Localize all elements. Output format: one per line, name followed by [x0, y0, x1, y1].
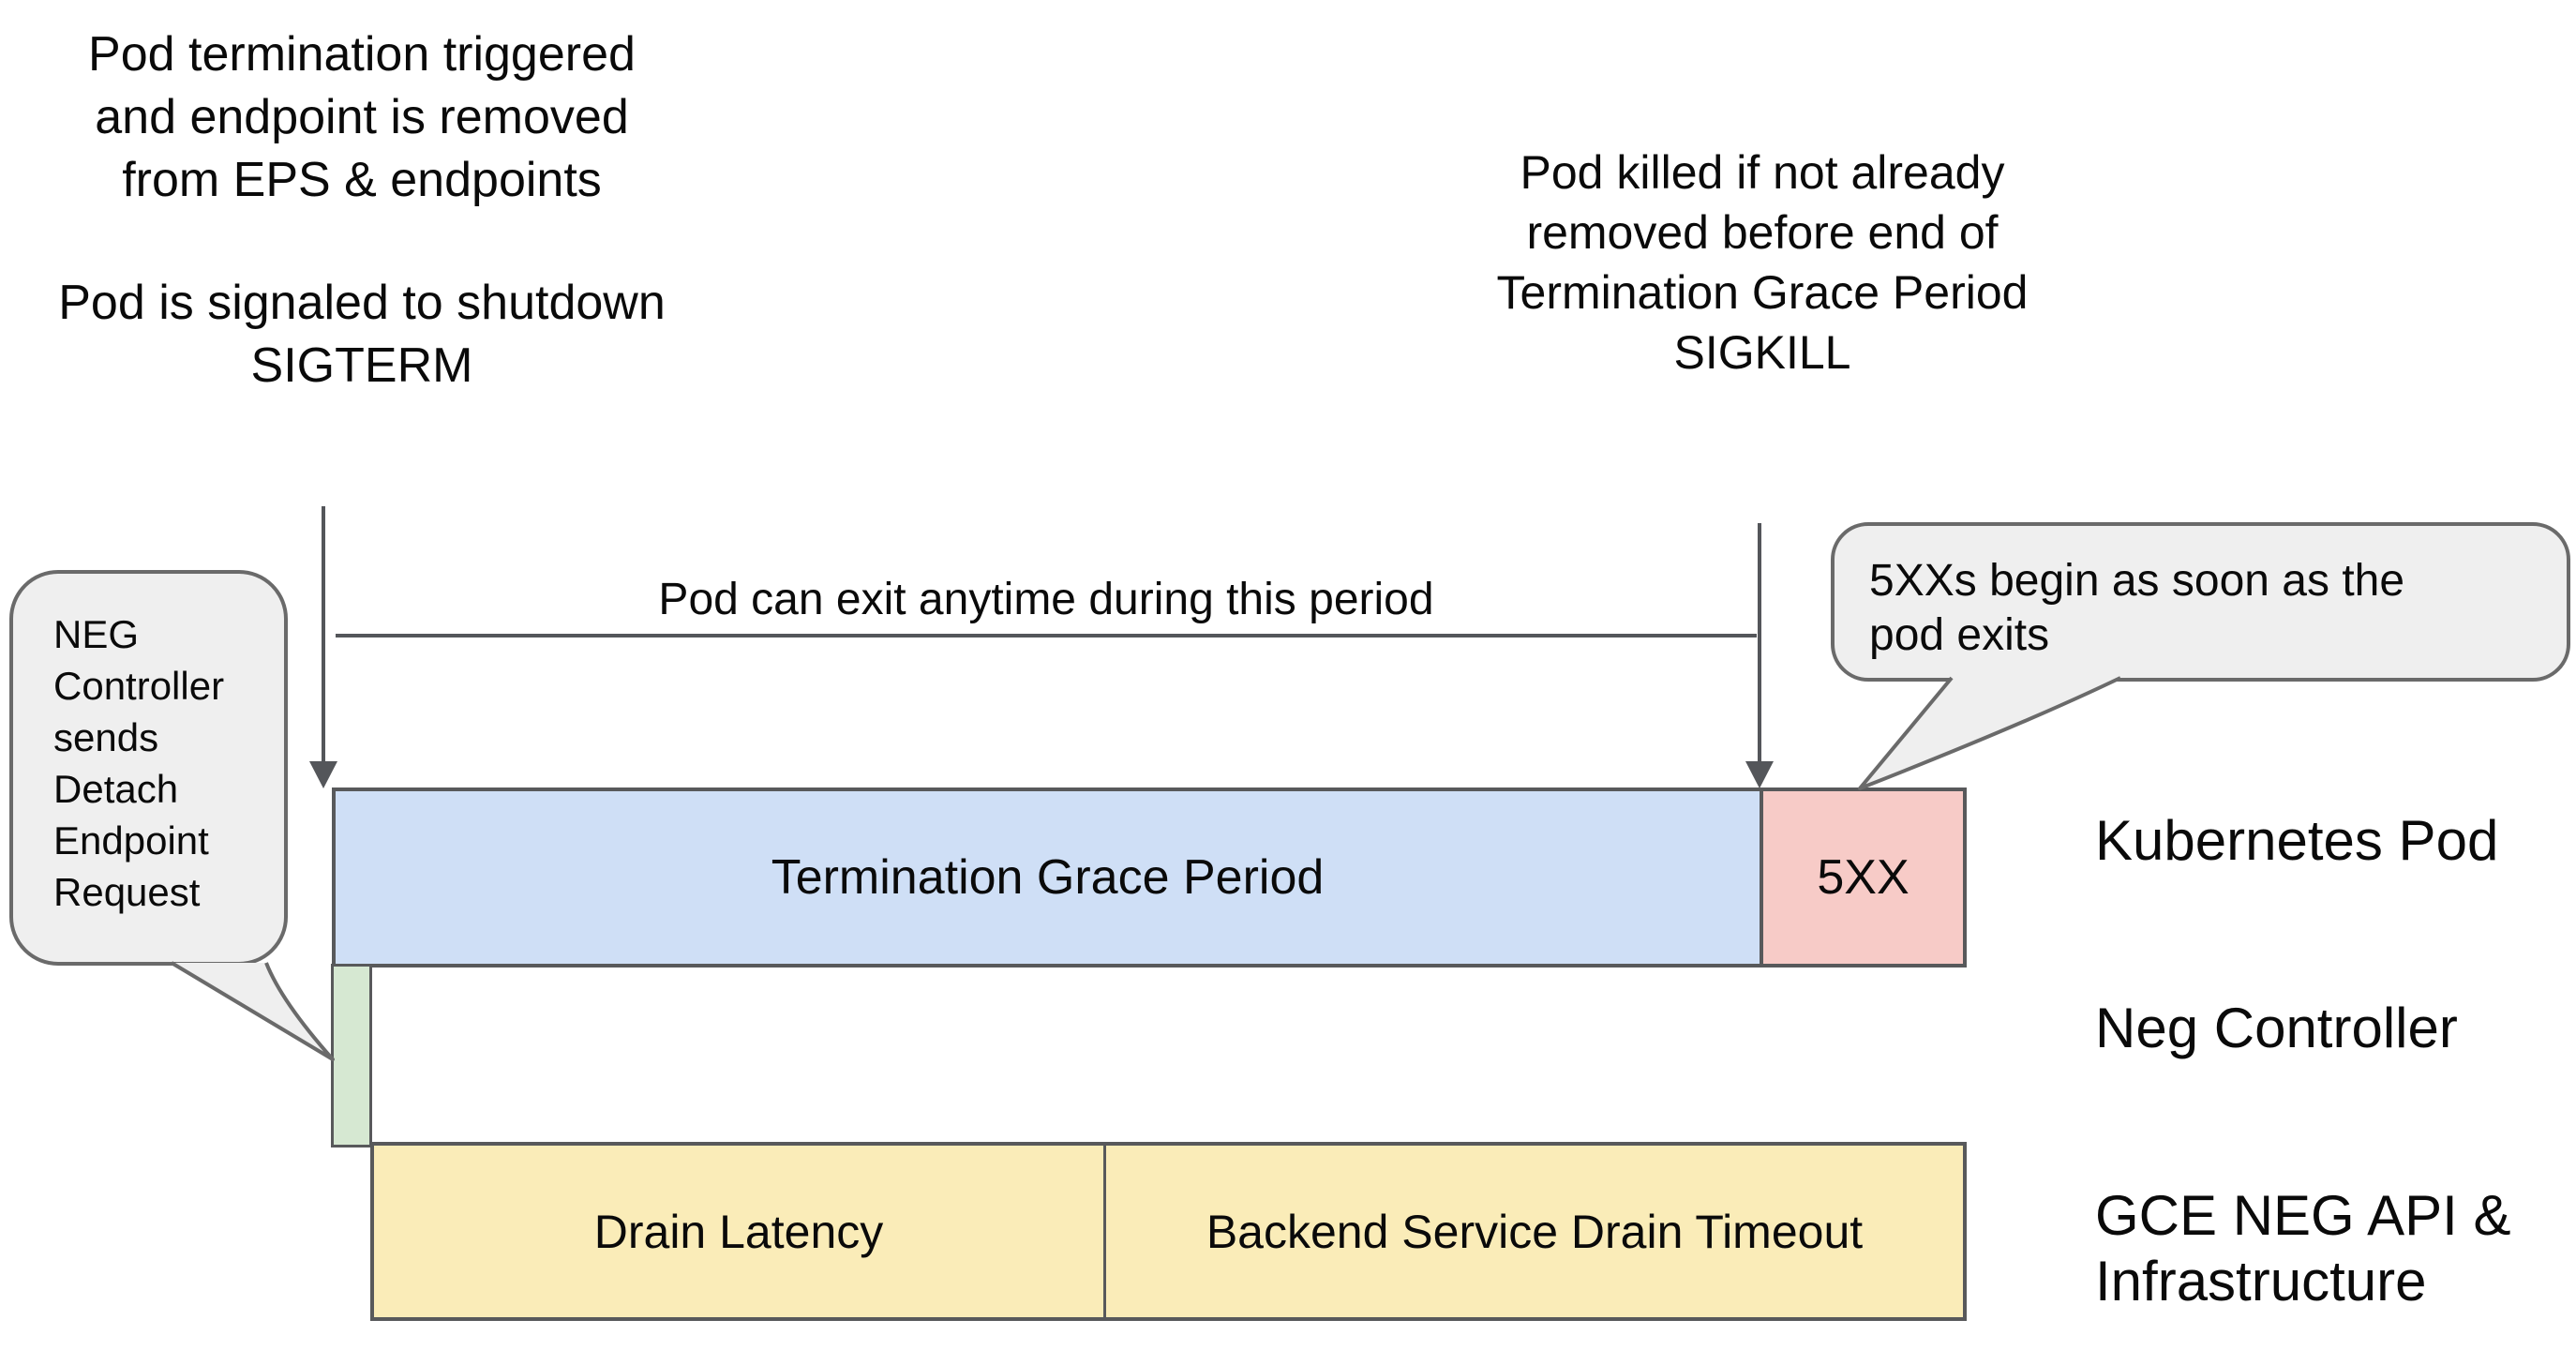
termination-trigger-note: Pod termination triggered and endpoint i… — [34, 23, 690, 398]
bar-label: Termination Grace Period — [771, 850, 1325, 905]
sigterm-arrow-line — [322, 506, 325, 763]
callout-tail-outline — [170, 961, 335, 1061]
detach-request-bar — [331, 964, 372, 1148]
note-line: and endpoint is removed — [95, 90, 629, 144]
paragraph-gap — [34, 212, 690, 272]
sigkill-arrow-line — [1758, 523, 1761, 763]
callout-line: Endpoint — [53, 818, 209, 862]
down-arrow-icon — [309, 761, 337, 788]
callout-line: sends — [53, 715, 159, 759]
note-line: Pod killed if not already — [1520, 146, 2005, 199]
period-measure-line — [336, 634, 1757, 638]
pod-exit-period-note: Pod can exit anytime during this period — [658, 575, 1434, 624]
note-line: SIGTERM — [250, 338, 473, 393]
note-line: Pod termination triggered — [88, 27, 636, 82]
callout-line: 5XXs begin as soon as the — [1869, 556, 2405, 606]
bar-label: 5XX — [1817, 850, 1910, 905]
note-line: removed before end of — [1526, 206, 1999, 259]
row-label-kubernetes-pod: Kubernetes Pod — [2095, 809, 2499, 872]
note-line: Pod is signaled to shutdown — [58, 276, 666, 330]
neg-detach-callout: NEG Controller sends Detach Endpoint Req… — [9, 570, 288, 966]
callout-tail — [1860, 678, 2120, 788]
backend-drain-timeout-segment: Backend Service Drain Timeout — [1103, 1146, 1963, 1317]
callout-tail — [172, 963, 333, 1059]
5xx-errors-bar: 5XX — [1760, 788, 1967, 968]
callout-tail-outline — [1858, 676, 2121, 790]
callout-line: Controller — [53, 664, 225, 708]
bar-label: Drain Latency — [593, 1205, 884, 1258]
note-line: SIGKILL — [1673, 326, 1851, 379]
callout-line: Request — [53, 870, 201, 914]
5xx-begin-callout: 5XXs begin as soon as the pod exits — [1831, 522, 2570, 682]
callout-line: NEG — [53, 612, 140, 656]
sigkill-note: Pod killed if not already removed before… — [1444, 142, 2081, 382]
drain-bar: Drain Latency Backend Service Drain Time… — [370, 1142, 1967, 1321]
callout-line: pod exits — [1869, 610, 2050, 660]
note-line: Termination Grace Period — [1496, 266, 2029, 319]
row-label-gce-neg-api: GCE NEG API & Infrastructure — [2095, 1184, 2511, 1312]
row-label-neg-controller: Neg Controller — [2095, 997, 2458, 1059]
bar-label: Backend Service Drain Timeout — [1206, 1205, 1864, 1258]
drain-latency-segment: Drain Latency — [374, 1146, 1103, 1317]
callout-line: Detach — [53, 767, 179, 811]
down-arrow-icon — [1745, 761, 1774, 788]
termination-grace-period-bar: Termination Grace Period — [332, 788, 1763, 968]
note-line: from EPS & endpoints — [122, 153, 602, 207]
